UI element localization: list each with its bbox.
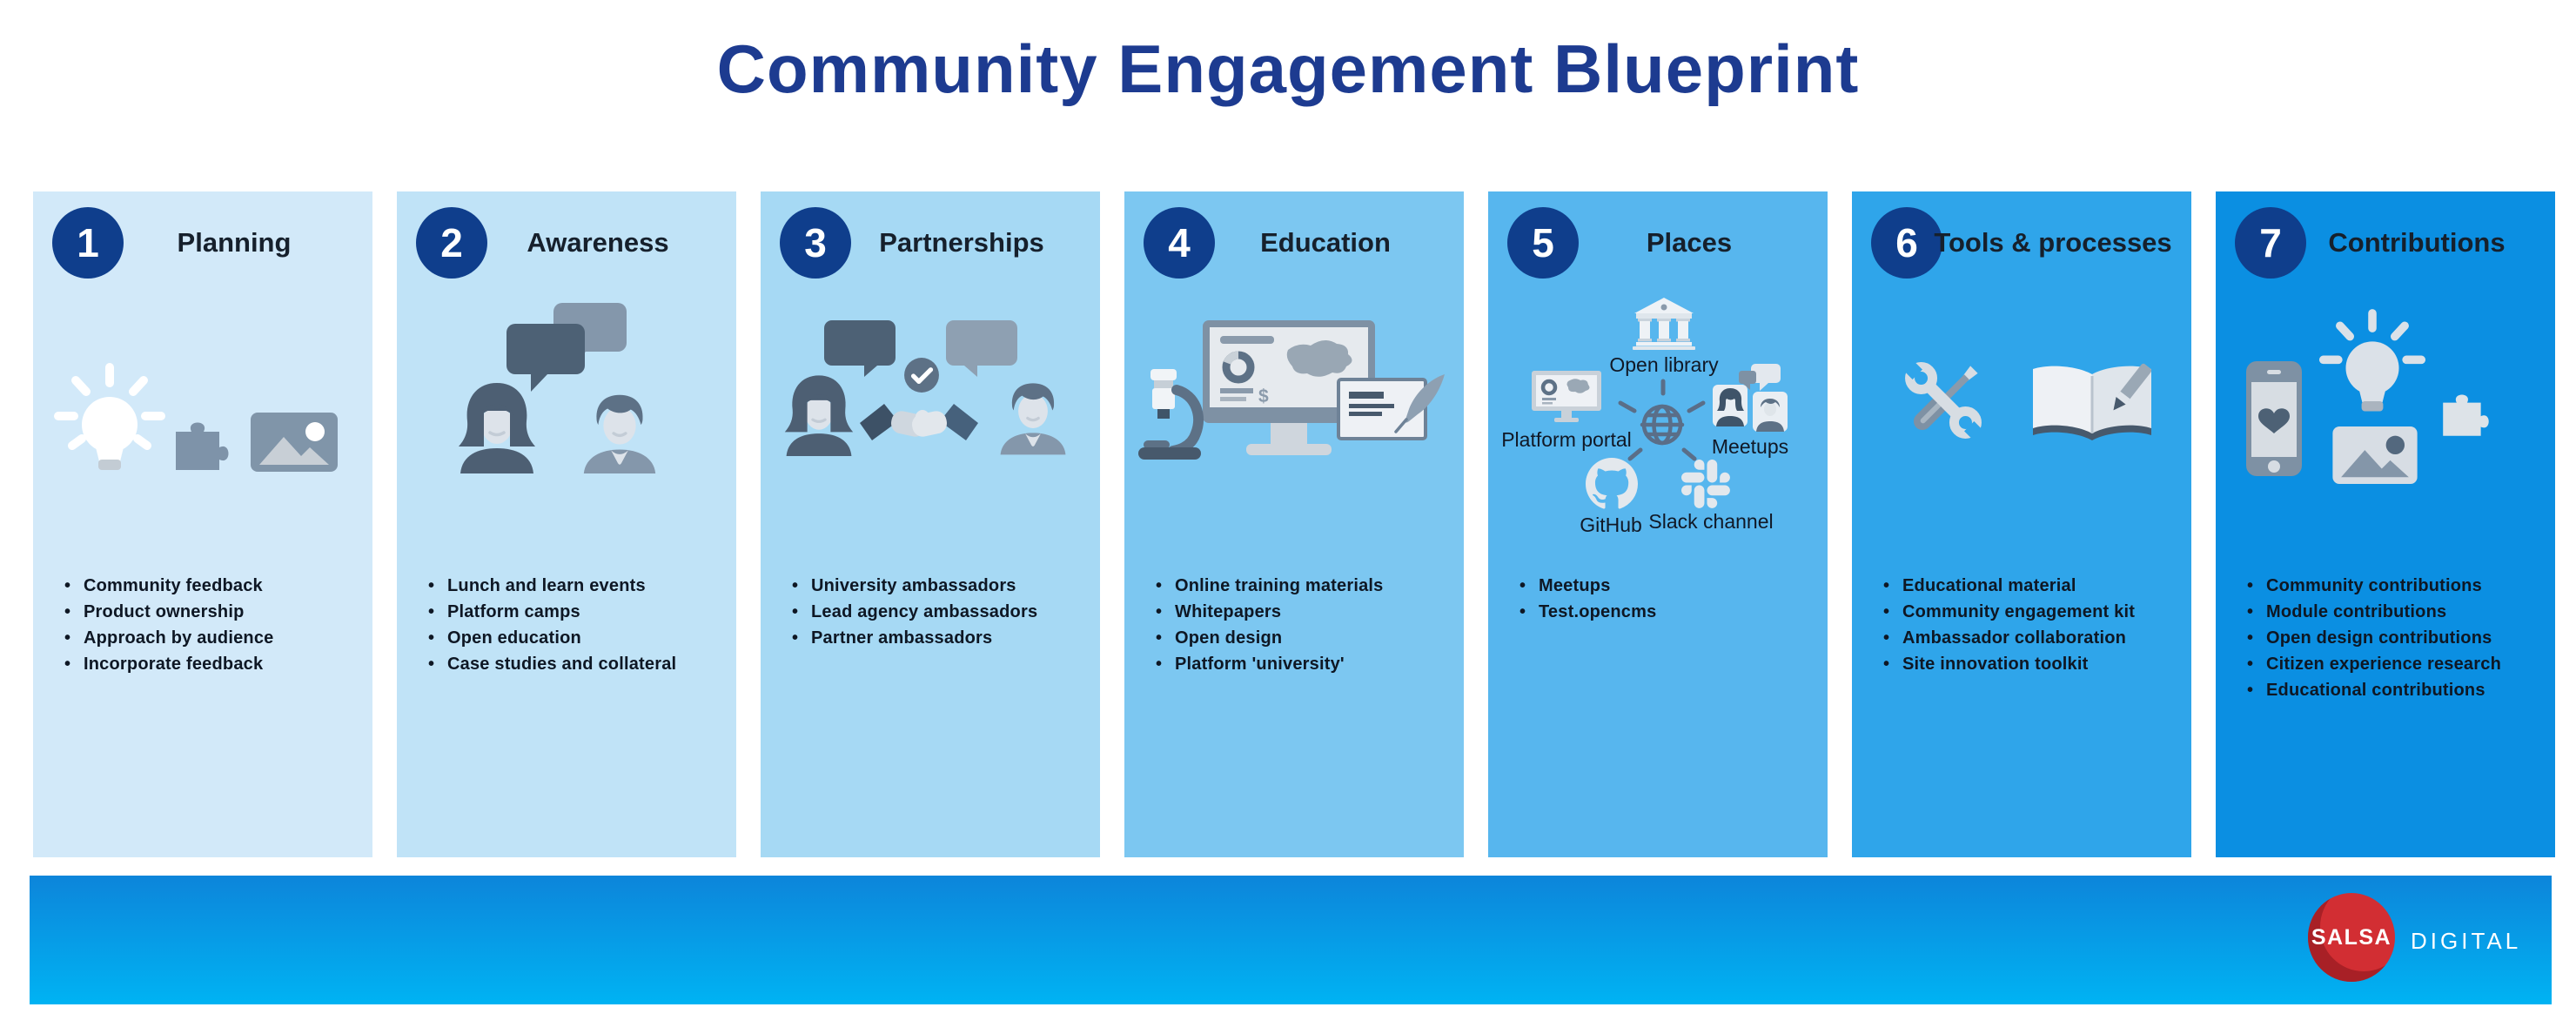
page-title: Community Engagement Blueprint bbox=[716, 30, 1860, 107]
phone-heart-icon bbox=[2244, 359, 2304, 478]
bullet-item: Approach by audience bbox=[61, 625, 369, 651]
bullet-list: Community feedback Product ownership App… bbox=[61, 573, 369, 677]
lightbulb-icon bbox=[53, 362, 166, 482]
bullet-item: Open education bbox=[425, 625, 733, 651]
woman-avatar-icon bbox=[449, 378, 545, 473]
hub-spokes bbox=[1488, 296, 1828, 548]
digital-logo-text: DIGITAL bbox=[2411, 928, 2522, 954]
speech-bubble-icon bbox=[946, 320, 1017, 378]
card-awareness: 2 Awareness bbox=[397, 191, 736, 857]
card-contributions: 7 Contributions bbox=[2216, 191, 2555, 857]
step-number-badge: 4 bbox=[1144, 207, 1215, 279]
check-circle-icon bbox=[903, 357, 940, 393]
card-partnerships: 3 Partnerships bbox=[761, 191, 1100, 857]
svg-text:$: $ bbox=[1258, 386, 1269, 406]
bullet-item: Community feedback bbox=[61, 573, 369, 599]
step-number-badge: 2 bbox=[416, 207, 487, 279]
bullet-item: Platform 'university' bbox=[1152, 651, 1460, 677]
speech-bubble-icon bbox=[824, 320, 896, 378]
bullet-item: Open design contributions bbox=[2244, 625, 2552, 651]
card-places: 5 Places bbox=[1488, 191, 1828, 857]
bullet-item: Incorporate feedback bbox=[61, 651, 369, 677]
hub-label-slack-channel: Slack channel bbox=[1648, 510, 1774, 533]
card-title: Tools & processes bbox=[1934, 227, 2172, 258]
card-education: 4 Education $ bbox=[1124, 191, 1464, 857]
hub-label-platform-portal: Platform portal bbox=[1501, 428, 1632, 451]
meetup-people-icon bbox=[1713, 362, 1788, 432]
bullet-item: Site innovation toolkit bbox=[1880, 651, 2188, 677]
bullet-item: Module contributions bbox=[2244, 599, 2552, 625]
card-title: Partnerships bbox=[879, 227, 1044, 258]
hub-label-github: GitHub bbox=[1580, 514, 1642, 536]
bullet-item: Test.opencms bbox=[1516, 599, 1824, 625]
bullet-item: Educational contributions bbox=[2244, 677, 2552, 703]
card-title: Awareness bbox=[527, 227, 669, 258]
salsa-logo-text: SALSA bbox=[2311, 924, 2392, 950]
bullet-item: University ambassadors bbox=[788, 573, 1097, 599]
man-avatar-icon bbox=[990, 373, 1076, 456]
bullet-item: Case studies and collateral bbox=[425, 651, 733, 677]
puzzle-icon bbox=[2438, 383, 2496, 440]
dashboard-monitor-icon: $ bbox=[1201, 319, 1377, 460]
library-building-icon bbox=[1629, 294, 1699, 350]
card-title: Places bbox=[1646, 227, 1733, 258]
step-number-badge: 5 bbox=[1507, 207, 1579, 279]
man-avatar-icon bbox=[573, 385, 667, 473]
bullet-item: Educational material bbox=[1880, 573, 2188, 599]
handshake-icon bbox=[858, 393, 980, 454]
card-title: Planning bbox=[177, 227, 292, 258]
card-title: Contributions bbox=[2328, 227, 2506, 258]
whitepaper-quill-icon bbox=[1337, 373, 1448, 440]
bullet-list: University ambassadors Lead agency ambas… bbox=[788, 573, 1097, 651]
salsa-logo-red-ellipse: SALSA bbox=[2308, 893, 2395, 982]
card-tools-processes: 6 Tools & processes bbox=[1852, 191, 2191, 857]
photo-icon bbox=[249, 411, 339, 473]
footer-bar: SALSA DIGITAL bbox=[30, 876, 2552, 1004]
bullet-list: Community contributions Module contribut… bbox=[2244, 573, 2552, 703]
bullet-item: Open design bbox=[1152, 625, 1460, 651]
hub-label-meetups: Meetups bbox=[1711, 435, 1789, 458]
bullet-item: Community contributions bbox=[2244, 573, 2552, 599]
bullet-list: Meetups Test.opencms bbox=[1516, 573, 1824, 625]
photo-icon bbox=[2331, 425, 2419, 486]
woman-avatar-icon bbox=[776, 371, 862, 456]
wrench-screwdriver-icon bbox=[1895, 355, 1991, 446]
bullet-item: Lead agency ambassadors bbox=[788, 599, 1097, 625]
hub-label-open-library: Open library bbox=[1609, 353, 1719, 376]
bullet-item: Community engagement kit bbox=[1880, 599, 2188, 625]
step-number-badge: 3 bbox=[780, 207, 851, 279]
bullet-list: Lunch and learn events Platform camps Op… bbox=[425, 573, 733, 677]
bullet-item: Product ownership bbox=[61, 599, 369, 625]
book-pencil-icon bbox=[2023, 362, 2162, 449]
bullet-item: Lunch and learn events bbox=[425, 573, 733, 599]
step-number-badge: 7 bbox=[2235, 207, 2306, 279]
bullet-item: Platform camps bbox=[425, 599, 733, 625]
puzzle-icon bbox=[171, 409, 237, 475]
bullet-item: Whitepapers bbox=[1152, 599, 1460, 625]
globe-icon bbox=[1640, 402, 1685, 447]
card-title: Education bbox=[1260, 227, 1391, 258]
chat-bubbles-icon bbox=[506, 303, 628, 393]
bullet-item: Online training materials bbox=[1152, 573, 1460, 599]
bullet-item: Ambassador collaboration bbox=[1880, 625, 2188, 651]
card-planning: 1 Planning bbox=[33, 191, 372, 857]
bullet-list: Educational material Community engagemen… bbox=[1880, 573, 2188, 677]
bullet-item: Citizen experience research bbox=[2244, 651, 2552, 677]
bullet-list: Online training materials Whitepapers Op… bbox=[1152, 573, 1460, 677]
github-icon bbox=[1586, 458, 1638, 510]
slack-icon bbox=[1681, 460, 1730, 508]
blueprint-columns: 1 Planning bbox=[33, 191, 2555, 857]
microscope-icon bbox=[1133, 367, 1215, 460]
lightbulb-icon bbox=[2318, 308, 2426, 423]
bullet-item: Meetups bbox=[1516, 573, 1824, 599]
portal-monitor-icon bbox=[1530, 369, 1603, 423]
step-number-badge: 1 bbox=[52, 207, 124, 279]
bullet-item: Partner ambassadors bbox=[788, 625, 1097, 651]
step-number-badge: 6 bbox=[1871, 207, 1942, 279]
